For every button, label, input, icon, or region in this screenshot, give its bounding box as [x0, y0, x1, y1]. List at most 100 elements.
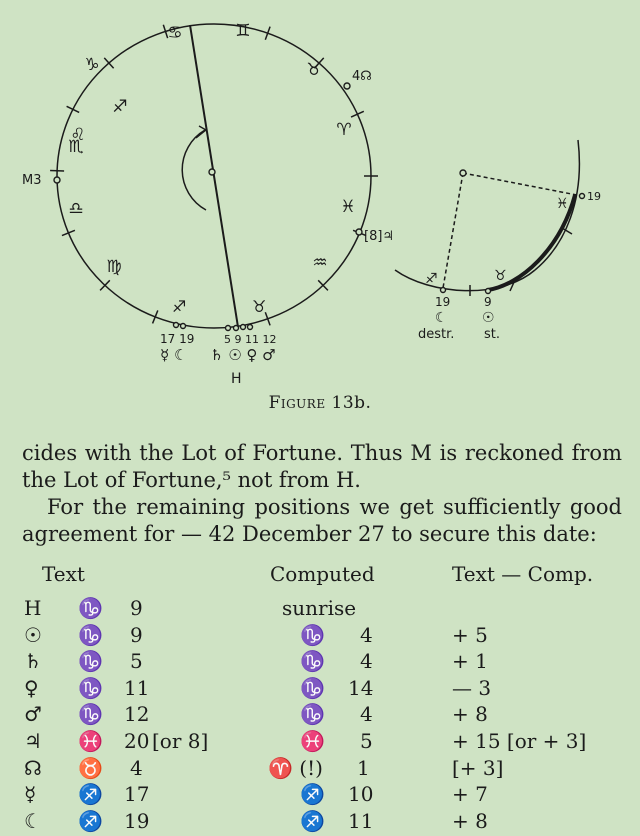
paragraph-2: For the remaining positions we get suffi…	[22, 495, 622, 546]
label-h: H	[231, 371, 242, 387]
label-small-19-right: 19	[587, 190, 601, 203]
table-row: ☿ ♐ 17 ♐ 10 + 7	[0, 782, 640, 808]
label-small-moon: ☾	[435, 310, 448, 326]
header-text: Text	[42, 562, 85, 586]
row-planet: ☊	[24, 755, 42, 780]
row-degree: 12	[124, 702, 150, 727]
sign-label-2: ♉	[306, 60, 321, 80]
row-planet: ♄	[24, 649, 42, 674]
label-small-pisces: ♓	[556, 196, 569, 212]
small-chart-arc-upper	[534, 139, 581, 271]
label-destr: destr.	[418, 327, 454, 342]
row-difference: + 15 [or + 3]	[452, 729, 587, 753]
row-degree: 5	[130, 649, 143, 674]
row-degree: 9	[130, 622, 143, 647]
header-computed: Computed	[270, 562, 375, 586]
row-planet: H	[24, 596, 42, 620]
row-degree: 11	[124, 675, 150, 700]
row-computed-degree: 11	[348, 808, 374, 833]
sign-label-4: ♓	[340, 197, 355, 217]
row-computed-degree: 4	[360, 702, 373, 727]
figure-caption: Figure 13b.	[0, 393, 640, 413]
row-degree: 19	[124, 808, 150, 833]
row-sign: ♑	[78, 675, 103, 700]
sign-label-6: ♐	[112, 97, 127, 117]
table-row: H ♑ 9 sunrise	[0, 596, 640, 622]
sign-label-10: ♍	[106, 257, 121, 277]
label-node4: 4☊	[352, 69, 372, 84]
label-m3: M3	[22, 173, 42, 188]
label-small-sagittarius: ♐	[425, 271, 438, 287]
row-computed-degree: 4	[360, 649, 373, 674]
row-planet: ☉	[24, 622, 42, 647]
sign-label-5: ♒	[312, 253, 327, 273]
row-degree: 17	[124, 782, 150, 807]
label-left-symbols: ☿ ☾	[160, 346, 187, 364]
row-computed-sign: ♑	[300, 649, 325, 674]
sign-label-7: ♑	[84, 55, 99, 75]
label-left-cluster: 17 19	[160, 332, 194, 346]
label-jup8: [8]♃	[364, 229, 394, 244]
row-sign: ♑	[78, 649, 103, 674]
paragraph-1: cides with the Lot of Fortune. Thus M is…	[22, 441, 622, 492]
label-small-19: 19	[435, 295, 450, 309]
small-chart-arc	[394, 269, 536, 292]
label-big-taurus: ♉	[252, 297, 266, 316]
row-computed-degree: 5	[360, 729, 373, 753]
header-diff: Text — Comp.	[452, 562, 594, 586]
row-difference: + 5	[452, 622, 488, 647]
diameter-line	[189, 24, 239, 328]
row-planet: ♂	[24, 702, 42, 727]
caption-number: 13b.	[331, 393, 372, 413]
row-computed-sign: ♐	[300, 782, 325, 807]
row-sign: ♓	[78, 729, 103, 753]
sign-label-1: ♊	[235, 21, 250, 41]
table-row: ♄♑5♑4+ 1	[0, 649, 640, 675]
row-computed-sign: ♑	[300, 622, 325, 647]
row-difference: [+ 3]	[452, 755, 504, 780]
row-computed-degree: 14	[348, 675, 374, 700]
sign-label-0: ♋	[167, 23, 182, 43]
table-row: ♀ ♑ 11 ♑ 14 — 3	[0, 676, 640, 702]
label-small-taurus: ♉	[494, 268, 507, 284]
row-computed-degree: 1	[357, 755, 370, 780]
row-computed-sign: ♐	[300, 808, 325, 833]
horoscope-figure: ♋♊♉♈♓♒♐♑♏♎♍♌ M3 4☊ [8]♃ ♐ ♉ 17 19 5 9 11…	[22, 21, 601, 387]
row-planet: ♀	[24, 675, 39, 700]
sign-label-11: ♌	[70, 125, 85, 145]
row-sign: ♑	[78, 702, 103, 727]
row-computed-degree: 4	[360, 622, 373, 647]
row-difference: + 8	[452, 702, 488, 727]
sign-label-9: ♎	[68, 199, 83, 219]
sign-label-8: ♏	[68, 137, 83, 157]
row-sign: ♐	[78, 782, 103, 807]
circle-ticks	[50, 24, 378, 326]
label-small-9: 9	[484, 295, 492, 309]
row-sign: ♐	[78, 808, 103, 833]
table-row: ☊♉4♈ (!)1[+ 3]	[0, 756, 640, 782]
table-row: ♃♓20[or 8]♓5+ 15 [or + 3]	[0, 729, 640, 755]
angle-arc	[181, 129, 207, 211]
row-computed-degree: 10	[348, 782, 374, 807]
row-difference: — 3	[452, 675, 492, 700]
row-planet: ☾	[24, 808, 42, 833]
row-computed-sign: ♈ (!)	[268, 755, 323, 780]
row-difference: + 7	[452, 782, 488, 807]
row-sign: ♑	[78, 622, 103, 647]
row-sign: ♑	[78, 596, 103, 620]
sign-label-3: ♈	[336, 120, 351, 140]
row-extra: [or 8]	[152, 729, 209, 753]
label-st: st.	[484, 327, 500, 342]
row-computed-degree: sunrise	[282, 596, 357, 620]
row-difference: + 8	[452, 808, 488, 833]
label-small-sun: ☉	[482, 310, 495, 326]
row-computed-sign: ♑	[300, 702, 325, 727]
row-computed-sign: ♓	[300, 729, 325, 753]
table-row: ☾ ♐ 19 ♐ 11 + 8	[0, 809, 640, 835]
caption-label: Figure	[268, 393, 326, 413]
row-computed-sign: ♑	[300, 675, 325, 700]
label-big-sagittarius: ♐	[172, 297, 186, 316]
row-sign: ♉	[78, 755, 103, 780]
row-planet: ☿	[24, 782, 37, 807]
row-degree: 9	[130, 596, 143, 620]
